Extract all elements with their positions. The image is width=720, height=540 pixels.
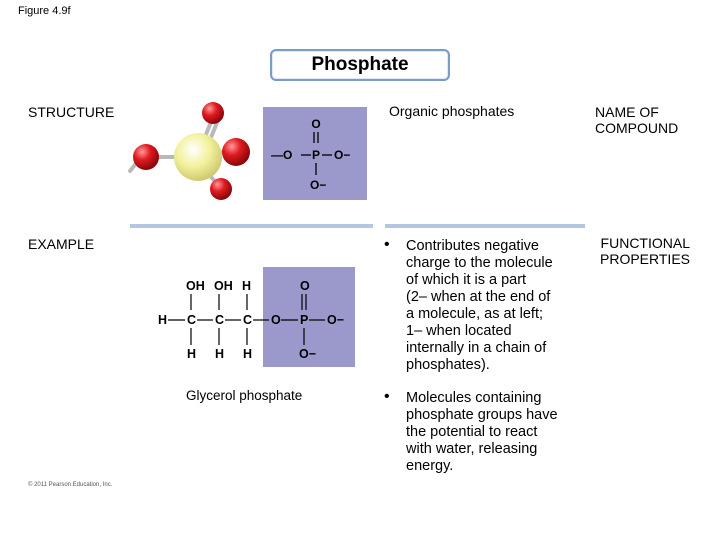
- atom-h-left: H: [158, 313, 167, 327]
- bullet-1-line: Contributes negative: [406, 238, 539, 254]
- atom-c1: C: [187, 313, 196, 327]
- page-title: Phosphate: [270, 49, 450, 81]
- organic-phosphates-heading: Organic phosphates: [389, 103, 515, 119]
- glycerol-phosphate-formula: OH OH H O H C C C O P O− H H H O−: [158, 279, 344, 361]
- atom-oh-2: OH: [214, 279, 233, 293]
- atom-oh-1: OH: [186, 279, 205, 293]
- oxygen-atom-top: [202, 102, 224, 124]
- atom-o-bottom: O−: [299, 347, 316, 361]
- bullet-1-line: internally in a chain of: [406, 340, 547, 356]
- copyright-notice: © 2011 Pearson Education, Inc.: [28, 482, 113, 488]
- formula-o-bottom: O−: [310, 178, 326, 192]
- bullet-2-line: with water, releasing: [406, 441, 538, 457]
- name-heading-line2: COMPOUND: [595, 120, 679, 136]
- structure-formula-panel: O —O P O− O−: [263, 107, 367, 200]
- bullet-1-line: phosphates).: [406, 357, 490, 373]
- phosphate-ball-model: [128, 102, 250, 200]
- bullet-text-1: Contributes negative charge to the molec…: [406, 238, 584, 374]
- atom-o-top: O: [300, 279, 310, 293]
- func-heading-line1: FUNCTIONAL: [600, 235, 690, 251]
- phosphorus-atom: [174, 133, 222, 181]
- atom-h-b3: H: [243, 347, 252, 361]
- formula-o-top: O: [311, 117, 320, 131]
- bullet-1-line: charge to the molecule: [406, 255, 553, 271]
- glycerol-phosphate-caption: Glycerol phosphate: [186, 388, 303, 403]
- formula-o-left: —O: [271, 148, 292, 162]
- bullet-1-line: a molecule, as at left;: [406, 306, 544, 322]
- formula-p: P: [312, 148, 320, 162]
- bullet-text-2: Molecules containing phosphate groups ha…: [406, 390, 584, 475]
- example-label: EXAMPLE: [28, 236, 95, 252]
- bullet-1-line: of which it is a part: [406, 272, 527, 288]
- bullet-icon: •: [384, 388, 390, 405]
- atom-h-b1: H: [187, 347, 196, 361]
- oxygen-atom-bottom: [210, 178, 232, 200]
- divider-left: [130, 224, 373, 228]
- formula-bonds: [168, 294, 325, 345]
- atom-o-right: O−: [327, 313, 344, 327]
- bullet-icon: •: [384, 236, 390, 253]
- bullet-2-line: Molecules containing: [406, 390, 542, 406]
- atom-h-b2: H: [215, 347, 224, 361]
- formula-atoms: OH OH H O H C C C O P O− H H H O−: [158, 279, 344, 361]
- bullet-2-line: energy.: [406, 458, 454, 474]
- atom-h-top: H: [242, 279, 251, 293]
- oxygen-atom-right: [222, 138, 250, 166]
- atom-c2: C: [215, 313, 224, 327]
- name-of-compound-heading: NAME OF COMPOUND: [595, 104, 678, 136]
- formula-o-right: O−: [334, 148, 350, 162]
- divider-right: [385, 224, 585, 228]
- oxygen-atom-left: [133, 144, 159, 170]
- structure-label: STRUCTURE: [28, 104, 115, 120]
- bullet-2-line: phosphate groups have: [406, 407, 558, 423]
- title-text: Phosphate: [311, 54, 409, 75]
- bullet-1-line: (2– when at the end of: [406, 289, 551, 305]
- bullet-1-line: 1– when located: [406, 323, 512, 339]
- figure-label: Figure 4.9f: [18, 5, 71, 17]
- func-heading-line2: PROPERTIES: [600, 251, 690, 267]
- bullet-item-1: • Contributes negative charge to the mol…: [384, 236, 584, 374]
- bullet-item-2: • Molecules containing phosphate groups …: [384, 388, 584, 475]
- atom-c3: C: [243, 313, 252, 327]
- example-phosphate-panel: [263, 267, 355, 367]
- atom-o-link: O: [271, 313, 281, 327]
- phosphate-structure-formula: O —O P O− O−: [271, 117, 350, 192]
- name-heading-line1: NAME OF: [595, 104, 659, 120]
- atom-p: P: [300, 313, 308, 327]
- bullet-2-line: the potential to react: [406, 424, 538, 440]
- functional-properties-heading: FUNCTIONAL PROPERTIES: [595, 235, 690, 267]
